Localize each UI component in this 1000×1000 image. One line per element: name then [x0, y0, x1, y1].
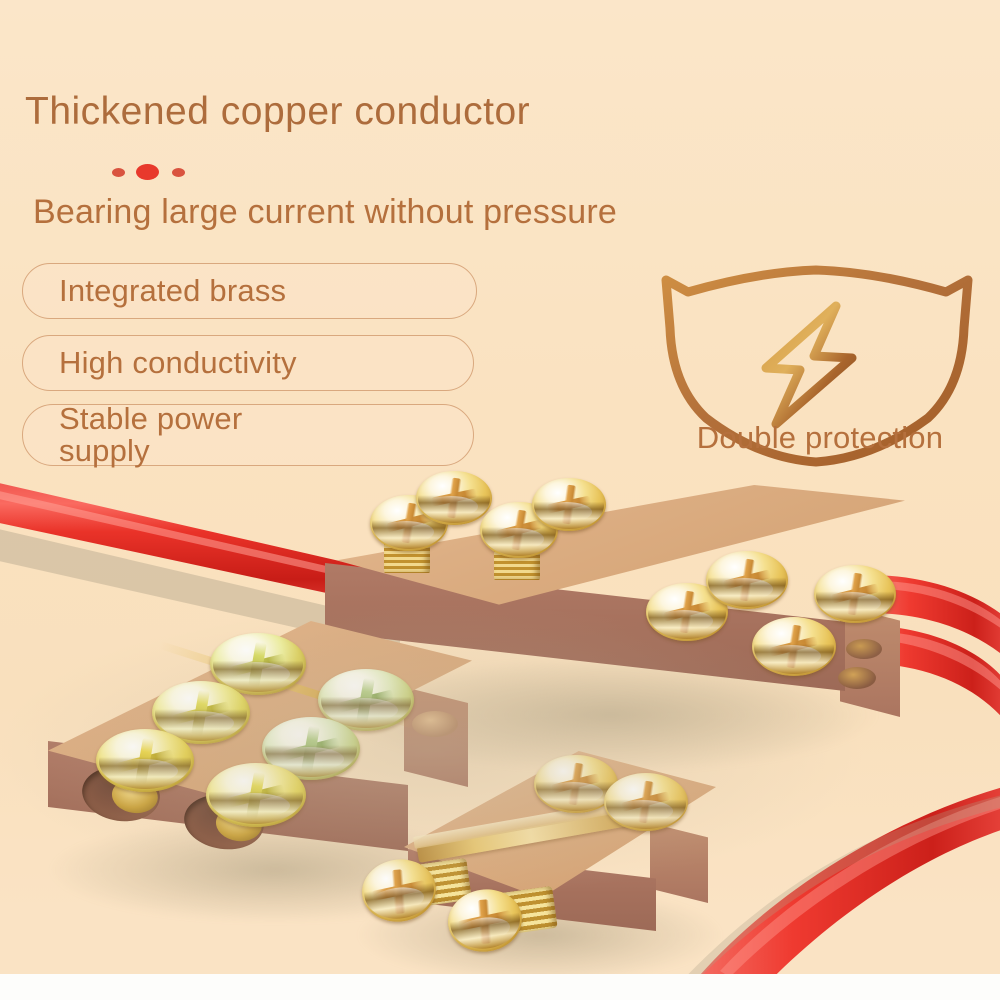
- left-block-side-face: [404, 687, 468, 787]
- product-photo: [0, 455, 1000, 1000]
- feature-label-line1: Stable power: [59, 401, 243, 437]
- main-block-side-face: [840, 605, 900, 717]
- feature-pill-stable-power-supply: Stable power supply: [22, 401, 474, 468]
- feature-pill-integrated-brass: Integrated brass: [22, 263, 477, 319]
- feature-label: Integrated brass: [59, 273, 287, 308]
- dot-large-center: [136, 164, 159, 180]
- double-protection-caption: Double protection: [696, 420, 944, 455]
- page-title: Thickened copper conductor: [25, 90, 531, 133]
- wire-port-lower: [838, 667, 876, 689]
- three-red-dots: [112, 162, 202, 184]
- red-wire-group: [0, 483, 1000, 995]
- double-protection-badge: [648, 258, 988, 468]
- page-subtitle: Bearing large current without pressure: [33, 193, 618, 231]
- dot-small-right: [172, 168, 185, 177]
- feature-label-line2: supply: [59, 433, 150, 468]
- wire-port-upper: [846, 639, 882, 659]
- dot-small-left: [112, 168, 125, 177]
- feature-label: High conductivity: [59, 345, 297, 380]
- bottom-white-strip: [0, 974, 1000, 1000]
- shield-with-lightning-bolt-icon: [661, 265, 973, 467]
- side-notch: [412, 711, 458, 737]
- feature-pill-high-conductivity: High conductivity: [22, 335, 474, 391]
- small-block-side-face: [650, 823, 708, 903]
